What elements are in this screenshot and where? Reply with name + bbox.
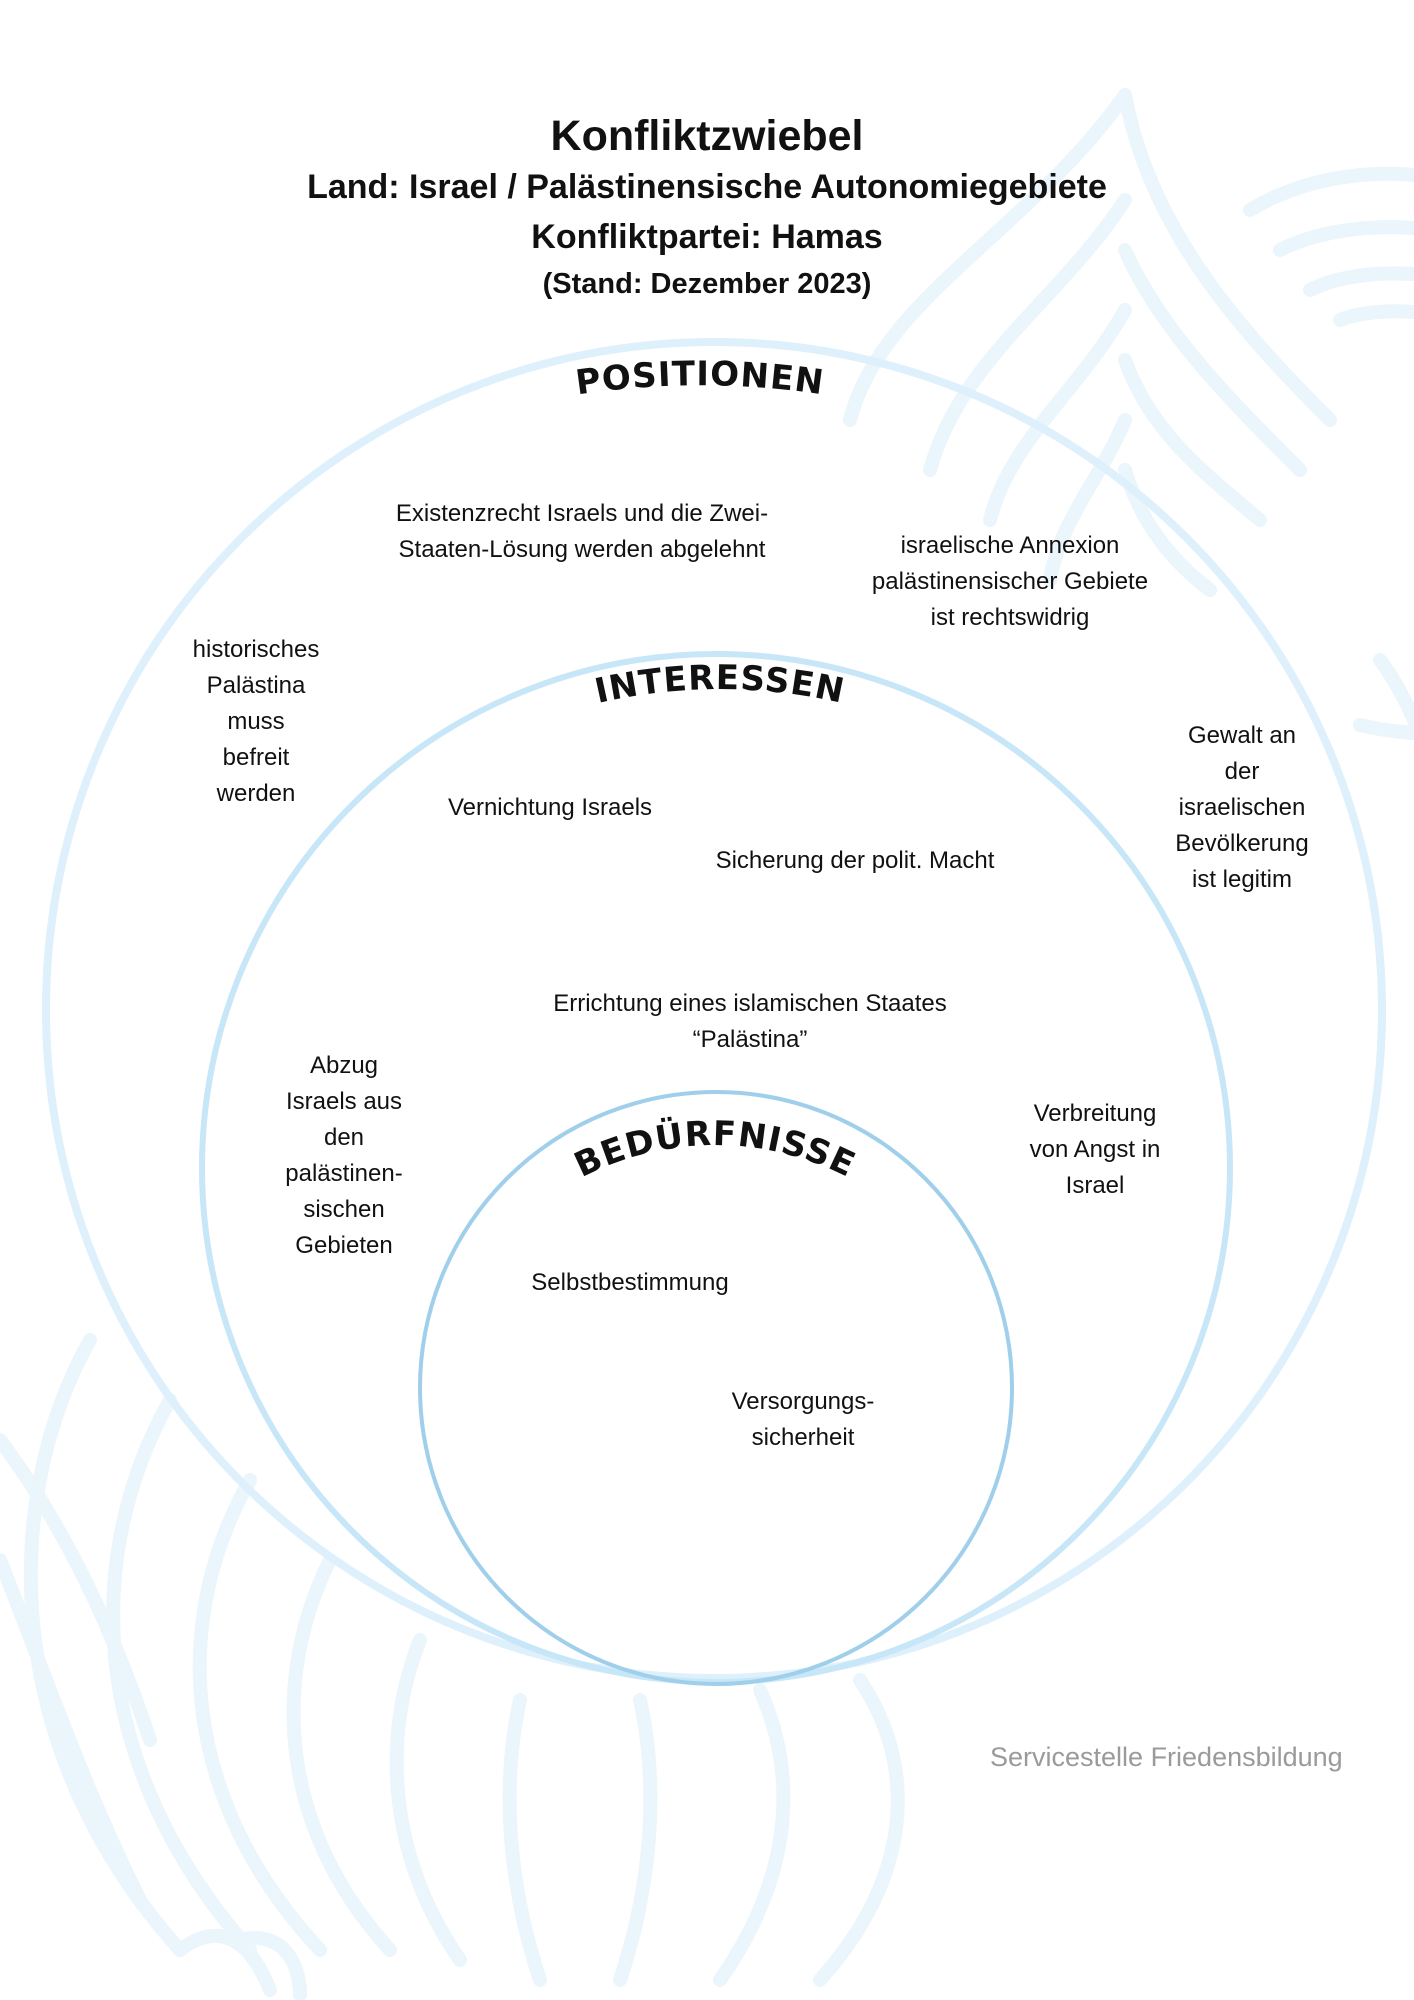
date-subtitle: (Stand: Dezember 2023) [542,268,872,300]
party-subtitle: Konfliktpartei: Hamas [531,218,883,256]
interest-destruction: Vernichtung Israels [447,794,653,821]
interest-power: Sicherung der polit. Macht [715,847,995,874]
needs-label: BEDÜRFNISSE [568,1114,861,1186]
position-existence: Existenzrecht Israels und die Zwei-Staat… [395,500,769,563]
country-subtitle: Land: Israel / Palästinensische Autonomi… [307,168,1107,206]
positions-label: POSITIONEN [573,354,826,403]
footer-credit: Servicestelle Friedensbildung [990,1742,1343,1772]
ring-positions [42,338,1386,1682]
interest-state: Errichtung eines islamischen Staates“Pal… [553,990,947,1053]
page-title: Konfliktzwiebel [550,112,864,160]
need-supply: Versorgungs-sicherheit [731,1388,875,1451]
ring-needs [418,1090,1014,1686]
header: Konfliktzwiebel Land: Israel / Palästine… [0,110,1414,306]
interests-label: INTERESSEN [591,658,848,712]
need-self-determination: Selbstbestimmung [531,1269,729,1296]
